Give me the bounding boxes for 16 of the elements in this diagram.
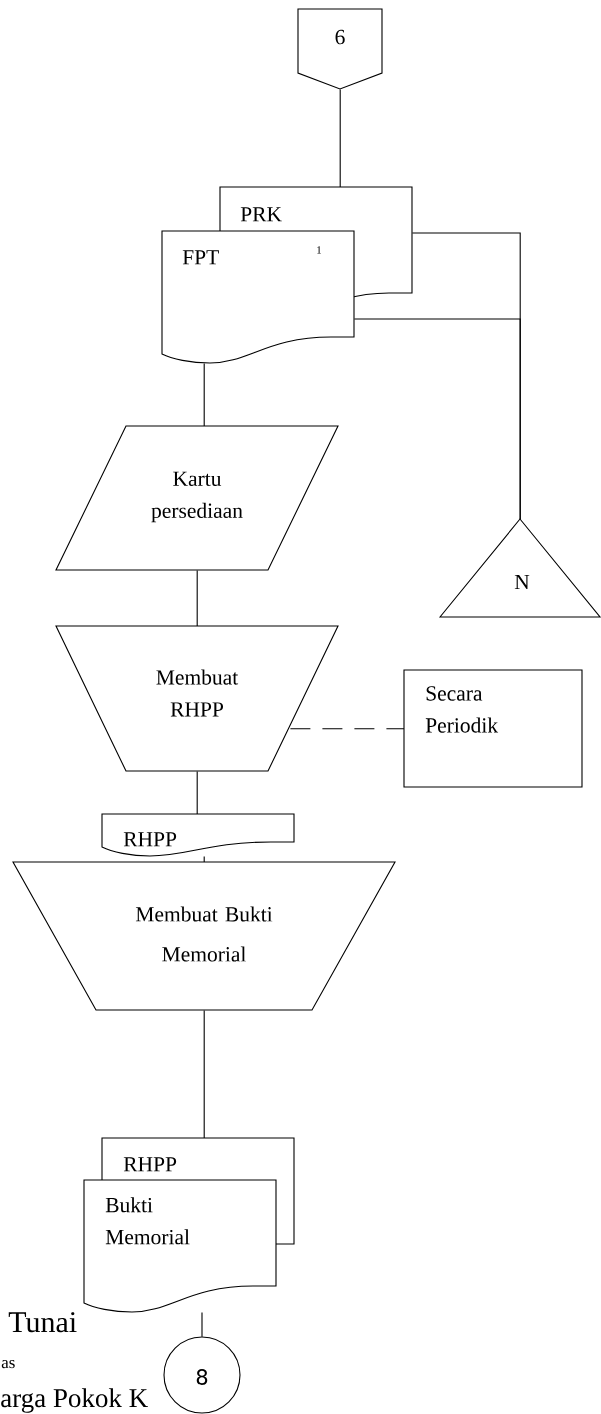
manual-operation-trapezoid: Membuat Bukti Memorial (12, 861, 396, 1011)
connector-line (201, 1311, 203, 1338)
connector-line (203, 1009, 205, 1139)
off-page-connector: 6 (297, 8, 383, 90)
text-fragment: as (1, 1360, 15, 1369)
text-fragment: arga Pokok K (1, 1388, 148, 1413)
connector-line (339, 88, 341, 188)
connector-line (203, 362, 205, 427)
connector-line (196, 770, 198, 815)
connector-line (203, 855, 205, 863)
text-fragment: Tunai (8, 1312, 77, 1333)
annotation-box: Secara Periodik (403, 669, 583, 788)
manual-operation-trapezoid: Membuat RHPP (55, 625, 339, 772)
connector-line (196, 569, 198, 627)
connector-line (353, 318, 521, 520)
dashed-line (289, 728, 405, 730)
